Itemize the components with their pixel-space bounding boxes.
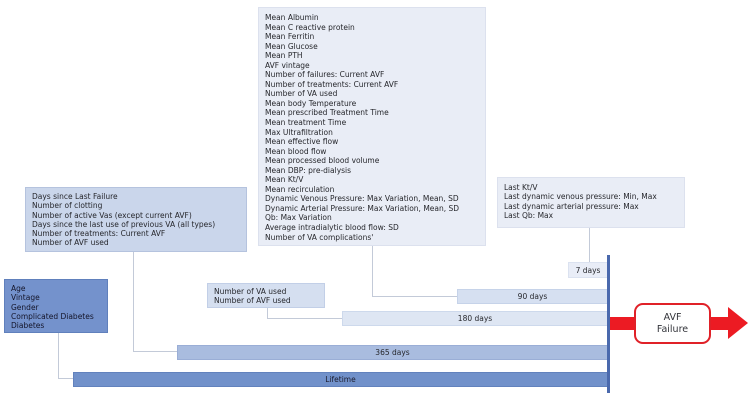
timeline-bar-lifetime: Lifetime	[73, 372, 608, 387]
feature-line: Vintage	[11, 293, 40, 303]
connector-lifetime-vertical	[58, 333, 59, 379]
feature-line: Mean processed blood volume	[265, 156, 380, 166]
feature-line: Mean treatment Time	[265, 118, 347, 128]
feature-line: Number of AVF used	[32, 238, 109, 248]
bar-label-180-days: 180 days	[457, 314, 493, 323]
feature-line: Number of clotting	[32, 201, 103, 211]
feature-line: Number of VA used	[265, 89, 338, 99]
avf-failure-label-line1: AVF	[663, 312, 682, 323]
event-axis-line	[607, 255, 610, 393]
avf-failure-outcome-box: AVF Failure	[634, 303, 711, 344]
feature-line: Mean PTH	[265, 51, 303, 61]
feature-line: Mean prescribed Treatment Time	[265, 108, 389, 118]
feature-line: Mean recirculation	[265, 184, 335, 194]
feature-line: Number of VA complications'	[265, 232, 374, 242]
feature-line: Mean DBP: pre-dialysis	[265, 165, 352, 175]
feature-line: Mean C reactive protein	[265, 22, 355, 32]
connector-90-days-horizontal	[372, 296, 457, 297]
connector-180-days-horizontal	[267, 318, 342, 319]
feature-line: Last Kt/V	[504, 183, 538, 192]
feature-line: Average intradialytic blood flow: SD	[265, 223, 399, 233]
feature-line: Number of AVF used	[214, 296, 291, 306]
connector-7-days-vertical	[589, 228, 590, 262]
avf-failure-label-line2: Failure	[656, 323, 689, 335]
feature-line: Mean Albumin	[265, 13, 319, 22]
feature-line: Days since the last use of previous VA (…	[32, 219, 216, 229]
feature-line: Gender	[11, 302, 39, 312]
arrow-stub-left	[610, 317, 634, 330]
bar-label-7-days: 7 days	[575, 265, 601, 275]
feature-line: Complicated Diabetes	[11, 311, 94, 321]
feature-line: Last Qb: Max	[504, 210, 554, 220]
feature-line: Days since Last Failure	[32, 192, 118, 201]
feature-line: Mean body Temperature	[265, 98, 357, 108]
feature-line: Mean Kt/V	[265, 175, 304, 185]
feature-line: Age	[11, 284, 26, 293]
feature-line: Dynamic Venous Pressure: Max Variation, …	[265, 194, 459, 204]
connector-365-days-vertical	[133, 252, 134, 352]
connector-lifetime-horizontal	[58, 378, 73, 379]
feature-line: Diabetes	[11, 321, 45, 331]
connector-180-days-vertical	[267, 308, 268, 319]
connector-90-days-vertical	[372, 246, 373, 297]
arrow-shaft-right	[710, 317, 728, 330]
feature-line: Number of failures: Current AVF	[265, 70, 385, 80]
feature-line: Number of VA used	[214, 287, 287, 296]
timeline-bar-180-days: 180 days	[342, 311, 608, 326]
timeline-bar-365-days: 365 days	[177, 345, 608, 360]
feature-line: Mean effective flow	[265, 137, 339, 147]
bar-label-lifetime: Lifetime	[325, 375, 356, 384]
feature-line: Last dynamic arterial pressure: Max	[504, 201, 639, 211]
feature-line: AVF vintage	[265, 60, 310, 70]
feature-line: Mean Ferritin	[265, 32, 315, 42]
connector-365-days-horizontal	[133, 351, 177, 352]
feature-line: Number of treatments: Current AVF	[32, 229, 166, 239]
feature-line: Number of active Vas (except current AVF…	[32, 210, 192, 220]
timeline-bar-7-days: 7 days	[568, 262, 608, 278]
feature-line: Dynamic Arterial Pressure: Max Variation…	[265, 203, 460, 213]
bar-label-90-days: 90 days	[517, 292, 548, 301]
feature-line: Mean blood flow	[265, 146, 327, 156]
feature-line: Number of treatments: Current AVF	[265, 79, 399, 89]
feature-line: Mean Glucose	[265, 41, 318, 51]
arrow-head-icon	[728, 307, 748, 339]
timeline-bar-90-days: 90 days	[457, 289, 608, 304]
feature-line: Max Ultrafiltration	[265, 127, 333, 137]
bar-label-365-days: 365 days	[375, 348, 410, 357]
feature-line: Last dynamic venous pressure: Min, Max	[504, 192, 657, 202]
feature-line: Qb: Max Variation	[265, 213, 332, 223]
